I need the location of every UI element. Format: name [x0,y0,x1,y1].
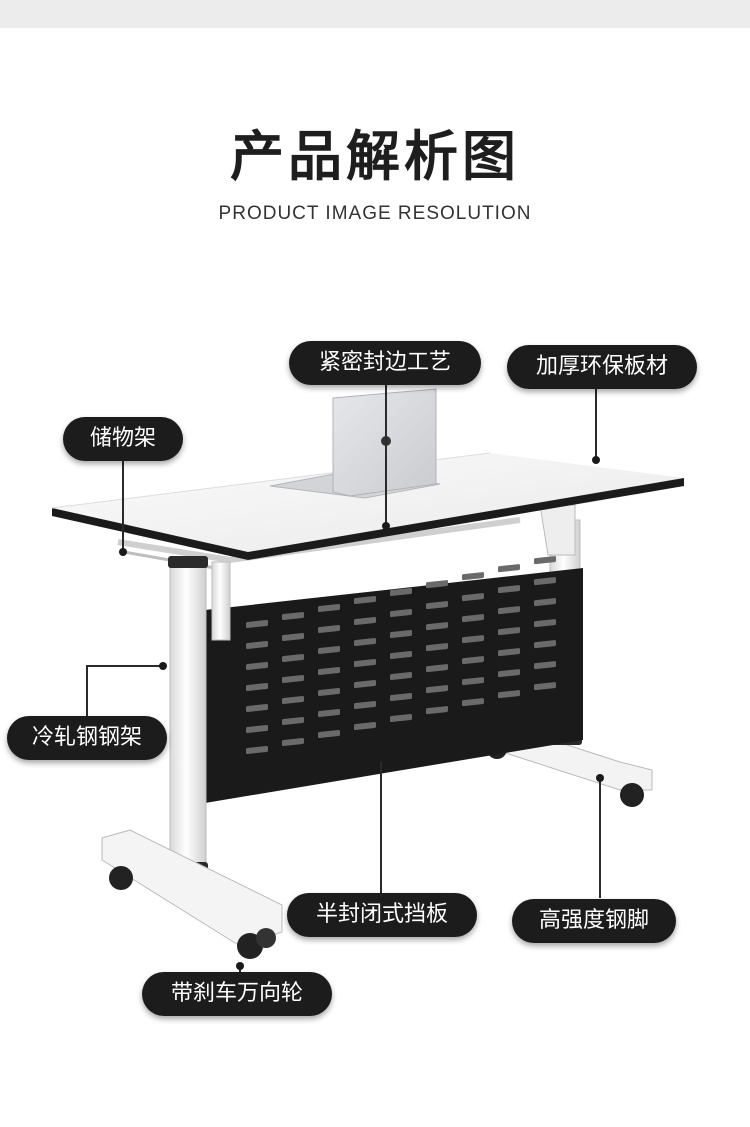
panel-slot [354,659,376,668]
panel-slot [354,722,376,731]
panel-slot [426,664,448,673]
panel-slot [246,661,268,670]
panel-slot [426,580,448,589]
panel-slot [534,577,556,586]
panel-slot [498,648,520,657]
panel-slot [390,672,412,681]
panel-slot [246,724,268,733]
panel-slot [390,714,412,723]
panel-slot [354,701,376,710]
callout-modesty-panel: 半封闭式挡板 [287,893,477,937]
top-strip [0,0,750,28]
panel-slot [462,635,484,644]
panel-slot [318,625,340,634]
panel-slot [462,677,484,686]
callout-storage-rack: 储物架 [63,417,183,461]
panel-slot [282,737,304,747]
panel-slot [282,695,304,705]
panel-slot [318,730,340,739]
panel-slot [354,638,376,647]
panel-slot [246,640,268,649]
callout-steel-feet: 高强度钢脚 [512,899,676,943]
panel-slot [462,698,484,707]
panel-slot [318,709,340,718]
panel-slot [426,706,448,715]
panel-slot [498,606,520,615]
panel-slot [498,564,520,573]
panel-slot [246,682,268,691]
panel-slot [426,685,448,694]
panel-slot [498,669,520,678]
leader-lines [86,380,601,975]
panel-slot [426,643,448,652]
panel-slot [462,656,484,665]
panel-slot [534,682,556,691]
panel-slot [282,632,304,642]
panel-slot [534,640,556,649]
callout-steel-frame: 冷轧钢钢架 [7,716,167,760]
panel-slot [534,598,556,607]
panel-slot [462,593,484,602]
panel-slot [318,646,340,655]
panel-slot [246,745,268,754]
panel-slot [318,604,340,613]
laptop [269,388,441,499]
panel-slot [282,611,304,621]
front-leg [101,556,283,959]
panel-slot [498,585,520,594]
panel-slot [246,619,268,628]
panel-slot [354,680,376,689]
panel-slot [390,588,412,597]
panel-slot [390,651,412,660]
panel-slot [354,617,376,626]
page-subtitle: PRODUCT IMAGE RESOLUTION [218,203,532,224]
panel-slot [534,556,556,565]
panel-slot [318,667,340,676]
leader-dots [119,456,604,970]
callout-edge-sealing: 紧密封边工艺 [289,341,481,385]
panel-slot [282,674,304,684]
panel-slot [390,630,412,639]
panel-slot [426,601,448,610]
modesty-panel [205,556,583,803]
panel-slot [498,627,520,636]
panel-slot [318,688,340,697]
panel-slot [282,716,304,726]
panel-slot [282,653,304,663]
callout-thick-board: 加厚环保板材 [507,345,697,389]
panel-slot [246,703,268,712]
panel-slot [534,619,556,628]
panel-slot [426,622,448,631]
panel-slot [390,609,412,618]
page-title: 产品解析图 [230,125,520,188]
panel-slot [390,693,412,702]
panel-slot [462,572,484,581]
panel-slot [462,614,484,623]
panel-slot [534,661,556,670]
callout-casters: 带刹车万向轮 [142,972,332,1016]
panel-slot [498,690,520,699]
panel-slot [354,596,376,605]
